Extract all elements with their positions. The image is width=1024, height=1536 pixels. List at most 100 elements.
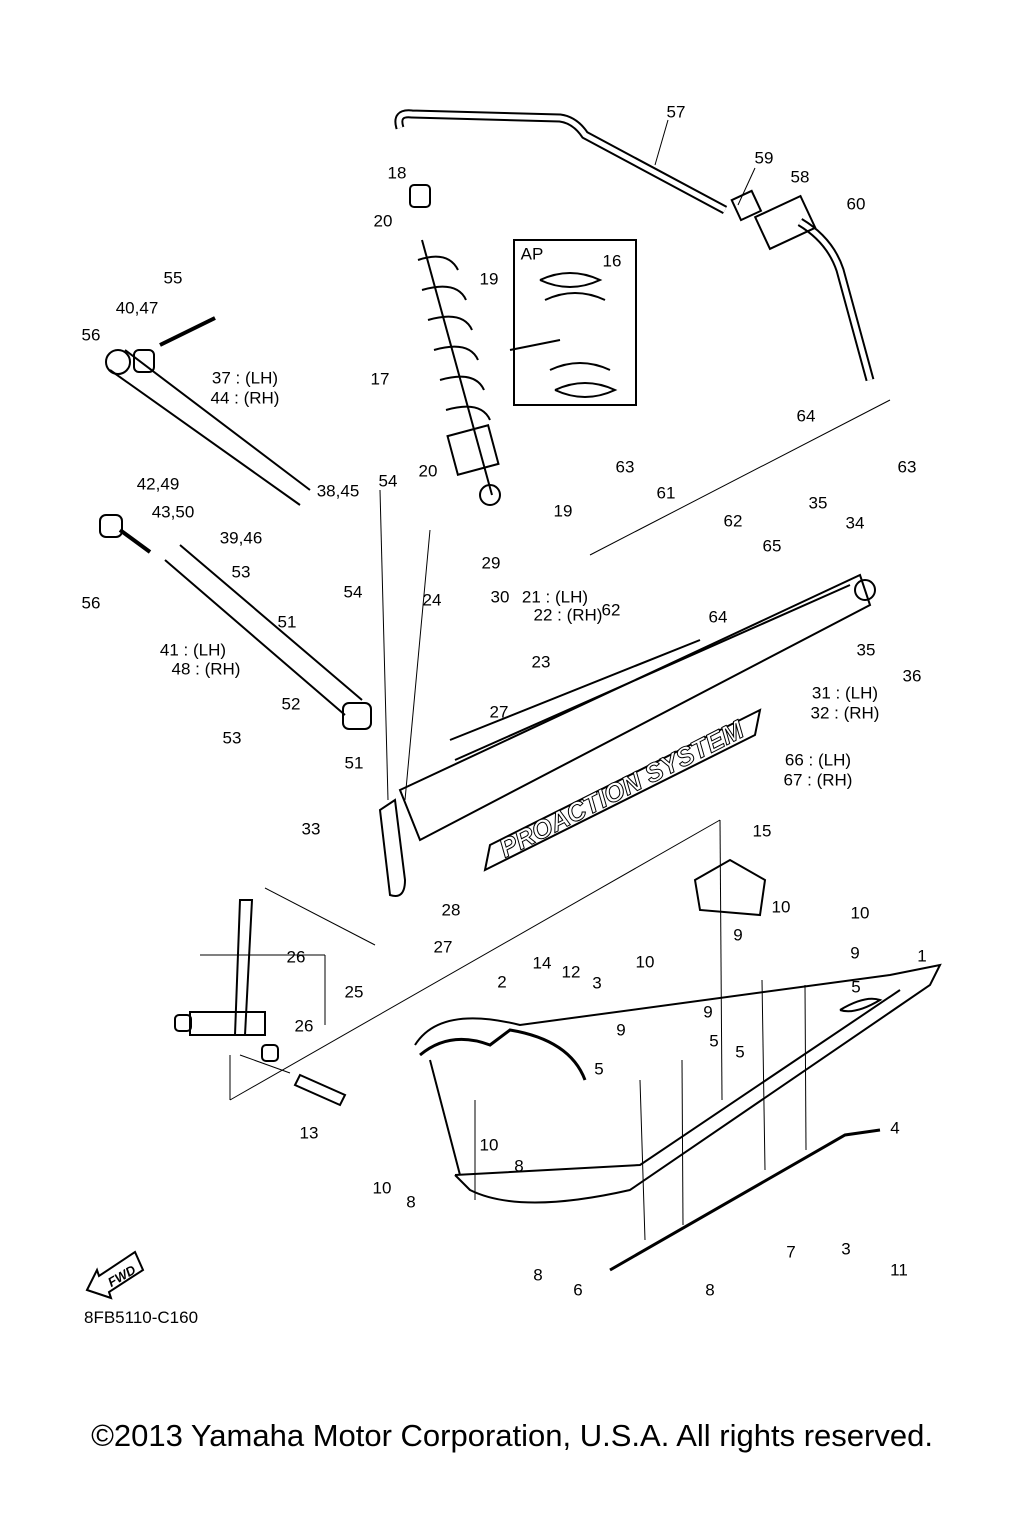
- callout-41-LH: 41 : (LH): [159, 640, 227, 660]
- callout-10: 10: [479, 1135, 499, 1155]
- callout-38-45: 38,45: [316, 481, 360, 501]
- callout-35: 35: [856, 640, 876, 660]
- callout-39-46: 39,46: [219, 528, 263, 548]
- callout-27: 27: [433, 937, 453, 957]
- callout-10: 10: [635, 952, 655, 972]
- callout-5: 5: [709, 1031, 719, 1051]
- callout-56: 56: [81, 593, 101, 613]
- callout-40-47: 40,47: [115, 298, 159, 318]
- callout-10: 10: [850, 903, 870, 923]
- callout-60: 60: [846, 194, 866, 214]
- lower-arm: [164, 544, 363, 716]
- callout-14: 14: [532, 953, 552, 973]
- leader-lines: [200, 119, 891, 1241]
- callout-5: 5: [735, 1042, 745, 1062]
- drawing-code: 8FB5110-C160: [84, 1308, 199, 1327]
- callout-44-RH: 44 : (RH): [210, 388, 280, 408]
- callout-4: 4: [890, 1118, 900, 1138]
- callout-24: 24: [422, 590, 442, 610]
- stabilizer-bar: [394, 109, 728, 214]
- callout-10: 10: [771, 897, 791, 917]
- callout-29: 29: [481, 553, 501, 573]
- callout-37-LH: 37 : (LH): [211, 368, 279, 388]
- callout-57: 57: [666, 102, 686, 122]
- callout-34: 34: [845, 513, 865, 533]
- callout-15: 15: [752, 821, 772, 841]
- callout-9: 9: [850, 943, 860, 963]
- callout-11: 11: [890, 1260, 908, 1280]
- bushing-59: [730, 189, 763, 222]
- callout-18: 18: [387, 163, 407, 183]
- copyright: ©2013 Yamaha Motor Corporation, U.S.A. A…: [91, 1418, 933, 1453]
- callout-8: 8: [406, 1192, 416, 1212]
- callout-59: 59: [754, 148, 774, 168]
- callout-7: 7: [786, 1242, 796, 1262]
- callout-1: 1: [917, 946, 927, 966]
- callout-35: 35: [808, 493, 828, 513]
- callout-56: 56: [81, 325, 101, 345]
- callout-6: 6: [573, 1280, 583, 1300]
- callout-36: 36: [902, 666, 922, 686]
- callout-63: 63: [897, 457, 917, 477]
- callout-19: 19: [553, 501, 573, 521]
- callout-17: 17: [370, 369, 390, 389]
- spring-inset-box: [513, 239, 637, 406]
- decal-text: PROACTION SYSTEM: [494, 713, 750, 863]
- callout-65: 65: [762, 536, 782, 556]
- callout-31-LH: 31 : (LH): [811, 683, 879, 703]
- callout-54: 54: [343, 582, 363, 602]
- callout-5: 5: [594, 1059, 604, 1079]
- bumper: [693, 858, 767, 917]
- callout-61: 61: [656, 483, 676, 503]
- callout-64: 64: [708, 607, 728, 627]
- callout-8: 8: [533, 1265, 543, 1285]
- fwd-arrow-icon: FWD: [85, 1250, 145, 1300]
- callout-62: 62: [601, 600, 621, 620]
- callout-8: 8: [705, 1280, 715, 1300]
- callout-66-LH: 66 : (LH): [784, 750, 852, 770]
- ski-column-frame: [378, 573, 876, 897]
- callout-AP: AP: [520, 244, 544, 264]
- callout-25: 25: [344, 982, 364, 1002]
- callout-67-RH: 67 : (RH): [783, 770, 853, 790]
- callout-28: 28: [441, 900, 461, 920]
- callout-2: 2: [497, 972, 507, 992]
- callout-26: 26: [286, 947, 306, 967]
- bracket-58: [753, 194, 817, 251]
- callout-55: 55: [163, 268, 183, 288]
- callout-3: 3: [841, 1239, 851, 1259]
- callout-51: 51: [277, 612, 297, 632]
- callout-53: 53: [222, 728, 242, 748]
- callout-54: 54: [378, 471, 398, 491]
- callout-20: 20: [373, 211, 393, 231]
- callout-48-RH: 48 : (RH): [171, 659, 241, 679]
- callout-9: 9: [733, 925, 743, 945]
- callout-26: 26: [294, 1016, 314, 1036]
- callout-51: 51: [344, 753, 364, 773]
- callout-33: 33: [301, 819, 321, 839]
- callout-52: 52: [281, 694, 301, 714]
- callout-32-RH: 32 : (RH): [810, 703, 880, 723]
- callout-30: 30: [490, 587, 510, 607]
- ski: [414, 963, 942, 1272]
- callout-58: 58: [790, 167, 810, 187]
- callout-43-50: 43,50: [151, 502, 195, 522]
- callout-27: 27: [489, 702, 509, 722]
- callout-8: 8: [514, 1156, 524, 1176]
- callout-9: 9: [616, 1020, 626, 1040]
- callout-42-49: 42,49: [136, 474, 180, 494]
- stabilizer-link: [797, 218, 875, 382]
- wear-bar: [609, 1128, 881, 1272]
- callout-12: 12: [561, 962, 581, 982]
- callout-64: 64: [796, 406, 816, 426]
- callout-10: 10: [372, 1178, 392, 1198]
- callout-23: 23: [531, 652, 551, 672]
- shock-absorber: [409, 184, 501, 506]
- upper-arm: [109, 349, 311, 506]
- callout-53: 53: [231, 562, 251, 582]
- callout-62: 62: [723, 511, 743, 531]
- callout-3: 3: [592, 973, 602, 993]
- ski-handle: [419, 1028, 587, 1081]
